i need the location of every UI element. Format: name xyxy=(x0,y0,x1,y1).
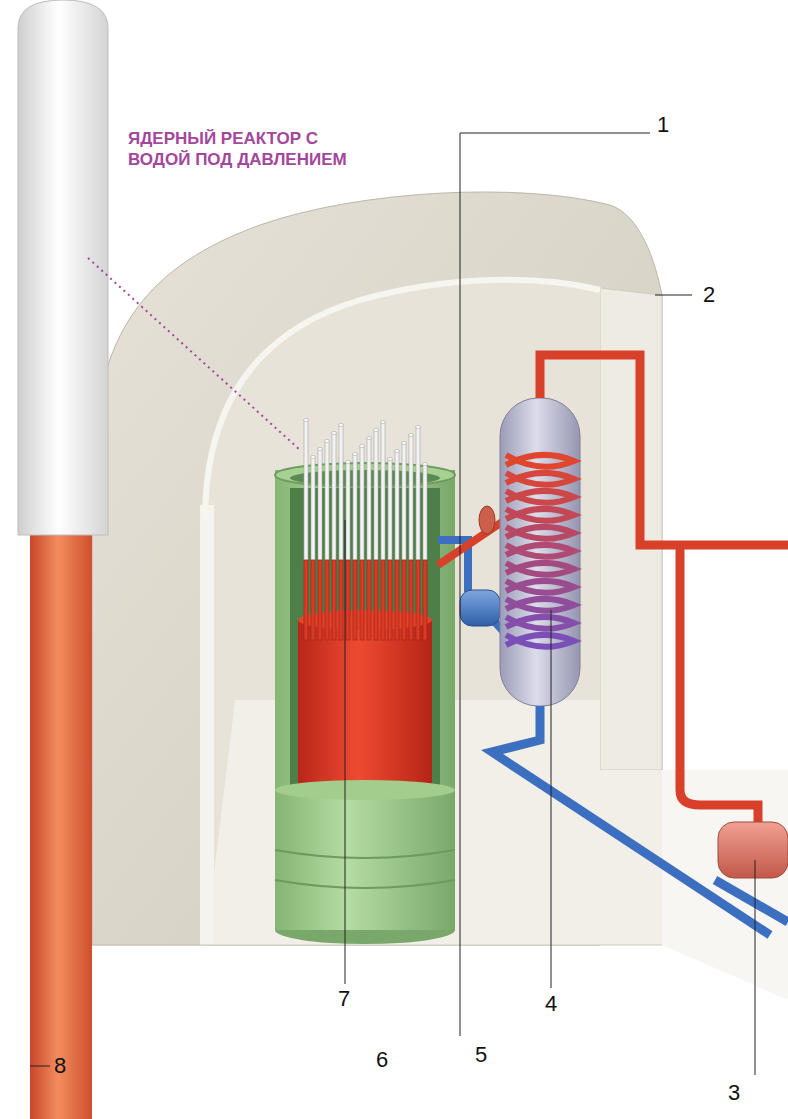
rod-tip xyxy=(346,461,351,464)
fuel-rod xyxy=(374,430,378,560)
fuel-rod xyxy=(402,560,406,640)
fuel-rod xyxy=(423,464,427,560)
fuel-rod xyxy=(395,451,399,560)
fuel-rod xyxy=(304,420,308,560)
callout-number: 2 xyxy=(703,282,715,308)
callout-number: 8 xyxy=(54,1053,66,1079)
rod-tip xyxy=(367,437,372,440)
fuel-rod xyxy=(318,449,322,560)
heat-exchanger-coil xyxy=(506,473,574,485)
rod-tip xyxy=(353,453,358,456)
heat-exchanger-coil xyxy=(506,545,574,557)
rod-tip xyxy=(402,442,407,445)
fuel-rod xyxy=(402,443,406,560)
fuel-rod xyxy=(325,560,329,640)
fuel-rod xyxy=(381,560,385,640)
heat-exchanger-coil xyxy=(506,527,574,539)
callout-number: 5 xyxy=(475,1042,487,1068)
rod-tip xyxy=(360,445,365,448)
fuel-rod xyxy=(416,427,420,560)
rod-tip xyxy=(395,450,400,453)
rod-tip xyxy=(409,434,414,437)
heat-exchanger-coil xyxy=(506,491,574,503)
fuel-rod xyxy=(416,560,420,640)
rod-tip xyxy=(381,421,386,424)
rod-tip xyxy=(325,440,330,443)
heat-exchanger-coil xyxy=(506,581,574,593)
fuel-rod xyxy=(353,454,357,560)
rod-tip xyxy=(423,463,428,466)
rod-tip xyxy=(304,419,309,422)
rod-tip xyxy=(339,424,344,427)
fuel-rod xyxy=(409,560,413,640)
fuel-rod xyxy=(318,560,322,640)
heat-exchanger-coil xyxy=(506,635,574,647)
heat-exchanger-coil xyxy=(506,509,574,521)
fuel-rod xyxy=(367,438,371,560)
fuel-rod xyxy=(367,560,371,640)
rod-tip xyxy=(318,448,323,451)
heat-exchanger-coil xyxy=(506,455,574,467)
fuel-rod xyxy=(409,435,413,560)
fuel-rod xyxy=(374,560,378,640)
rod-tip xyxy=(311,456,316,459)
fuel-rod xyxy=(423,560,427,640)
fuel-rod xyxy=(304,560,308,640)
fuel-rod xyxy=(360,560,364,640)
callout-number: 4 xyxy=(545,991,557,1017)
rod-tip xyxy=(332,432,337,435)
heat-exchanger-coil xyxy=(506,617,574,629)
fuel-rod xyxy=(388,459,392,560)
fuel-rod xyxy=(339,425,343,560)
fuel-rod xyxy=(325,441,329,560)
fuel-rod xyxy=(339,560,343,640)
callout-number: 1 xyxy=(657,112,669,138)
fuel-rod xyxy=(388,560,392,640)
fuel-rod xyxy=(346,560,350,640)
title-callout: ЯДЕРНЫЙ РЕАКТОР С ВОДОЙ ПОД ДАВЛЕНИЕМ xyxy=(128,128,378,170)
heat-exchanger-coil xyxy=(506,563,574,575)
fuel-rod xyxy=(381,422,385,560)
rod-tip xyxy=(388,458,393,461)
fuel-rod xyxy=(360,446,364,560)
fuel-rod xyxy=(353,560,357,640)
fuel-rod xyxy=(311,457,315,560)
fuel-rod xyxy=(332,560,336,640)
heat-exchanger-coil xyxy=(506,599,574,611)
fuel-rod xyxy=(395,560,399,640)
callout-number: 6 xyxy=(376,1047,388,1073)
fuel-rod xyxy=(346,462,350,560)
fuel-rod xyxy=(332,433,336,560)
callout-number: 3 xyxy=(728,1080,740,1106)
rod-tip xyxy=(416,426,421,429)
callout-number: 7 xyxy=(338,986,350,1012)
rod-tip xyxy=(374,429,379,432)
fuel-rod xyxy=(311,560,315,640)
